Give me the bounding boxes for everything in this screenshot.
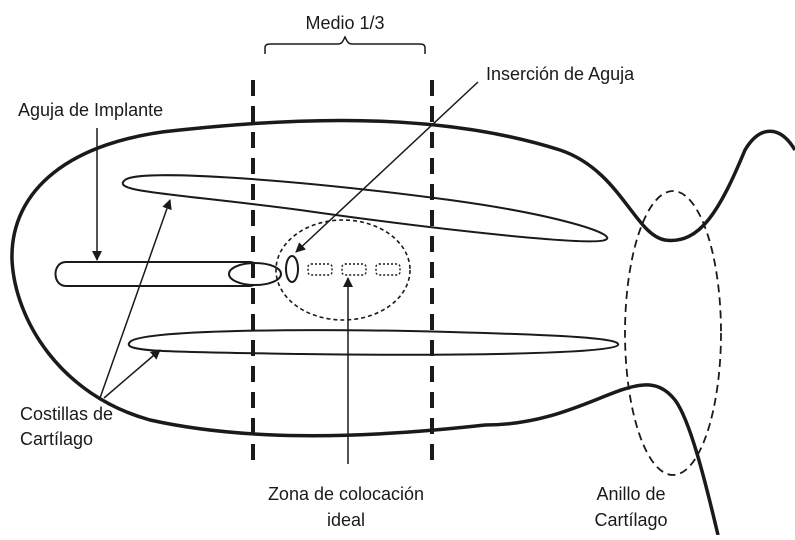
- implant-dot-3: [375, 263, 401, 276]
- ideal-zone-label-line2: ideal: [327, 510, 365, 530]
- lower-cartilage-rib: [127, 329, 620, 356]
- ideal-zone-label-line1: Zona de colocación: [268, 484, 424, 504]
- needle-insertion-point: [285, 255, 299, 283]
- lower-rib-arrow: [103, 349, 161, 399]
- cartilage-ring-label-line2: Cartílago: [594, 510, 667, 530]
- needle-insertion-arrow: [295, 81, 479, 253]
- middle-third-bracket: [264, 35, 426, 54]
- implant-dot-1: [307, 263, 333, 276]
- cartilage-ring-ellipse: [624, 190, 722, 476]
- implant-dot-2: [341, 263, 367, 276]
- needle-insertion-label: Inserción de Aguja: [486, 64, 635, 84]
- upper-cartilage-rib: [121, 174, 609, 243]
- upper-rib-arrow: [99, 199, 172, 399]
- body-outline-upper: [10, 118, 795, 536]
- cartilage-ribs-label-line2: Cartílago: [20, 429, 93, 449]
- cartilage-ring-label-line1: Anillo de: [596, 484, 665, 504]
- implant-needle-label: Aguja de Implante: [18, 100, 163, 120]
- cartilage-ribs-label-line1: Costillas de: [20, 404, 113, 424]
- ideal-zone-ellipse: [275, 219, 411, 321]
- middle-third-label: Medio 1/3: [305, 13, 384, 33]
